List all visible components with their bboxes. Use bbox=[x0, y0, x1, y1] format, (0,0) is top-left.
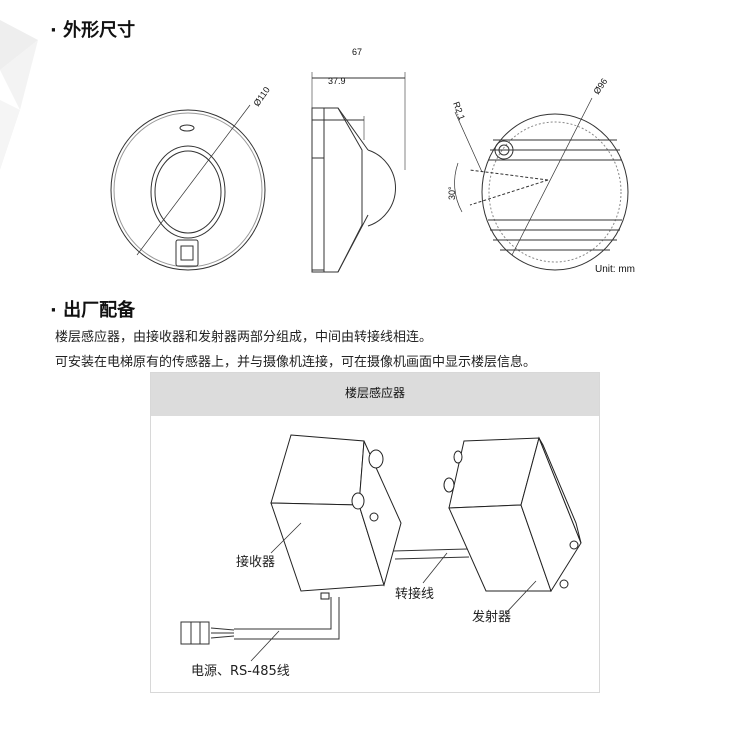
dimension-drawings: Ø110 67 37.9 Ø96 R2.1 30° Unit: mm bbox=[110, 47, 635, 275]
back-diameter-label: Ø96 bbox=[591, 76, 609, 96]
cables bbox=[180, 548, 470, 645]
transmitter-drawing bbox=[443, 436, 582, 593]
side-total-label: 67 bbox=[352, 47, 362, 57]
decorative-logo-mark bbox=[0, 20, 38, 170]
front-diameter-label: Ø110 bbox=[251, 85, 271, 108]
angle-label: 30° bbox=[447, 186, 457, 200]
description-line-1: 楼层感应器，由接收器和发射器两部分组成，中间由转接线相连。 bbox=[55, 330, 433, 345]
side-view-drawing bbox=[311, 72, 406, 273]
side-depth-label: 37.9 bbox=[328, 76, 346, 86]
section-title-dimensions: · 外形尺寸 bbox=[50, 20, 136, 41]
receiver-drawing bbox=[270, 434, 402, 600]
label-power-cable: 电源、RS-485线 bbox=[191, 664, 290, 679]
label-adapter-cable: 转接线 bbox=[395, 586, 434, 602]
back-view-drawing bbox=[454, 97, 629, 271]
section-title-accessories: · 出厂配备 bbox=[50, 300, 136, 321]
floor-sensor-illustration: 接收器 转接线 发射器 电源、RS-485线 bbox=[180, 434, 582, 679]
label-transmitter: 发射器 bbox=[472, 609, 511, 625]
radius-label: R2.1 bbox=[451, 100, 467, 121]
front-view-drawing bbox=[110, 104, 266, 271]
floor-sensor-figure: 楼层感应器 bbox=[150, 372, 600, 693]
description-line-2: 可安装在电梯原有的传感器上，并与摄像机连接，可在摄像机画面中显示楼层信息。 bbox=[55, 355, 537, 370]
label-receiver: 接收器 bbox=[236, 554, 275, 570]
figure-header: 楼层感应器 bbox=[151, 373, 599, 416]
unit-label: Unit: mm bbox=[595, 264, 635, 275]
callout-lines bbox=[250, 522, 537, 662]
